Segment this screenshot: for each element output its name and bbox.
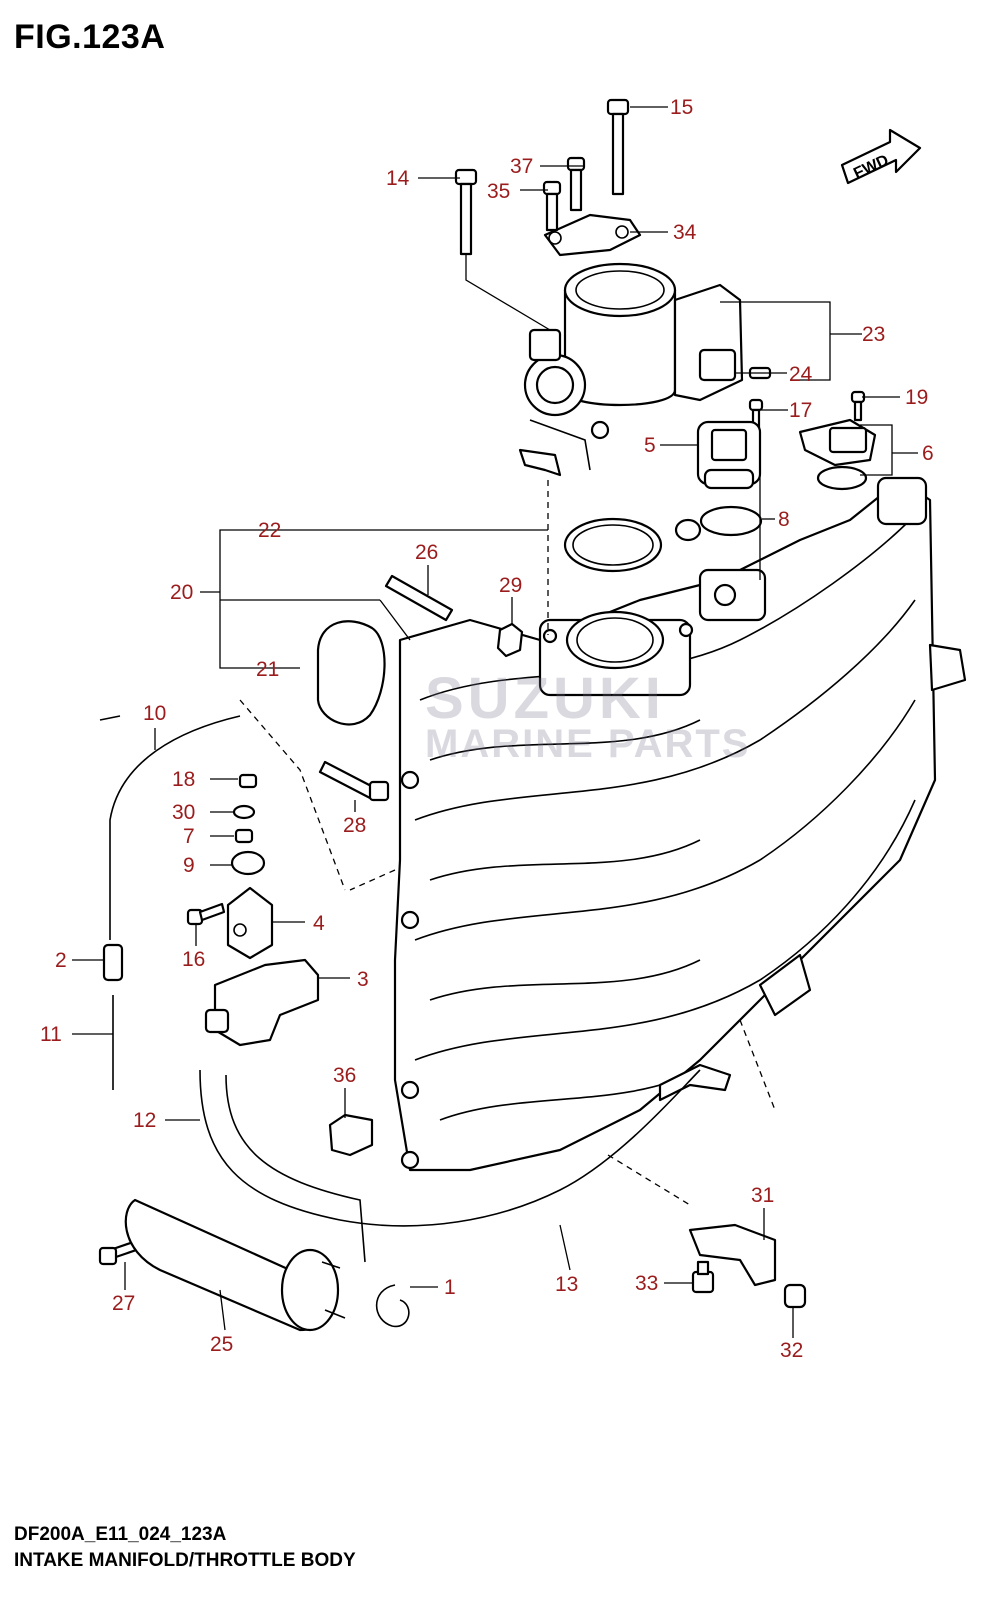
hose-10 (109, 715, 241, 940)
callout-11: 11 (40, 1023, 62, 1046)
hose-12-13 (199, 1069, 701, 1227)
washer-30 (232, 804, 256, 820)
bolt-14 (454, 168, 478, 256)
joint-2 (102, 943, 124, 982)
callout-10: 10 (143, 702, 166, 725)
callout-36: 36 (333, 1064, 356, 1087)
callout-8: 8 (778, 508, 790, 531)
throttle-plate (543, 213, 642, 257)
bolt-26 (384, 574, 454, 622)
sensor-5 (696, 420, 762, 490)
screw-18 (238, 773, 258, 789)
bolt-35 (542, 180, 562, 232)
callout-13: 13 (555, 1273, 578, 1296)
callout-16: 16 (182, 948, 205, 971)
gasket-22 (563, 517, 663, 573)
throttle-body (518, 262, 744, 477)
callout-25: 25 (210, 1333, 233, 1356)
callout-22: 22 (258, 519, 281, 542)
figure-title: FIG.123A (14, 18, 166, 56)
callout-27: 27 (112, 1292, 135, 1315)
callout-17: 17 (789, 399, 812, 422)
callout-24: 24 (789, 363, 813, 386)
leader-lines (72, 106, 918, 1338)
callout-3: 3 (357, 968, 369, 991)
clamp-36 (328, 1113, 374, 1157)
callout-6: 6 (922, 442, 934, 465)
callout-15: 15 (670, 96, 693, 119)
o-ring-6 (816, 465, 868, 491)
bolt-15 (606, 98, 630, 196)
callout-5: 5 (644, 434, 656, 457)
callout-1: 1 (444, 1276, 456, 1299)
collar-7 (234, 828, 254, 844)
solenoid-valve-3 (204, 958, 320, 1047)
callout-14: 14 (386, 167, 410, 190)
callout-21: 21 (256, 658, 279, 681)
callout-31: 31 (751, 1184, 774, 1207)
bracket-31 (688, 1223, 777, 1287)
bracket-4 (226, 886, 274, 960)
callout-29: 29 (499, 574, 522, 597)
bolt-19 (850, 390, 866, 422)
nut-29 (496, 622, 524, 658)
fwd-arrow: FWD (840, 128, 922, 185)
reference-lines (239, 255, 776, 1206)
callout-4: 4 (313, 912, 325, 935)
callout-34: 34 (673, 221, 697, 244)
clip-32 (783, 1283, 807, 1309)
diagram-code: DF200A_E11_024_123A (14, 1524, 227, 1545)
bolt-16 (186, 902, 226, 926)
sensor-6 (798, 418, 877, 467)
callout-2: 2 (55, 949, 67, 972)
callout-numbers: 15 37 14 35 34 23 24 17 19 5 6 8 22 26 2… (40, 96, 934, 1362)
callout-26: 26 (415, 541, 438, 564)
watermark-brand: SUZUKI (425, 666, 665, 731)
o-ring-8 (699, 505, 763, 537)
bolt-28 (318, 760, 390, 802)
callout-30: 30 (172, 801, 195, 824)
callout-18: 18 (172, 768, 195, 791)
callout-19: 19 (905, 386, 928, 409)
callout-28: 28 (343, 814, 366, 837)
callout-37: 37 (510, 155, 533, 178)
callout-9: 9 (183, 854, 195, 877)
callout-23: 23 (862, 323, 885, 346)
intake-manifold (393, 476, 967, 1172)
diagram-caption: INTAKE MANIFOLD/THROTTLE BODY (14, 1550, 356, 1571)
grommet-9 (230, 850, 266, 876)
clip-1 (375, 1284, 410, 1328)
bolt-33 (691, 1260, 715, 1294)
callout-7: 7 (183, 825, 195, 848)
callout-33: 33 (635, 1272, 658, 1295)
callout-20: 20 (170, 581, 193, 604)
bolt-17 (748, 398, 764, 432)
callout-35: 35 (487, 180, 510, 203)
bolt-37 (566, 156, 586, 212)
callout-32: 32 (780, 1339, 803, 1362)
canister-25 (124, 1198, 346, 1332)
callout-12: 12 (133, 1109, 156, 1132)
gasket-21 (316, 620, 386, 726)
watermark-subtitle: MARINE PARTS (425, 722, 751, 766)
